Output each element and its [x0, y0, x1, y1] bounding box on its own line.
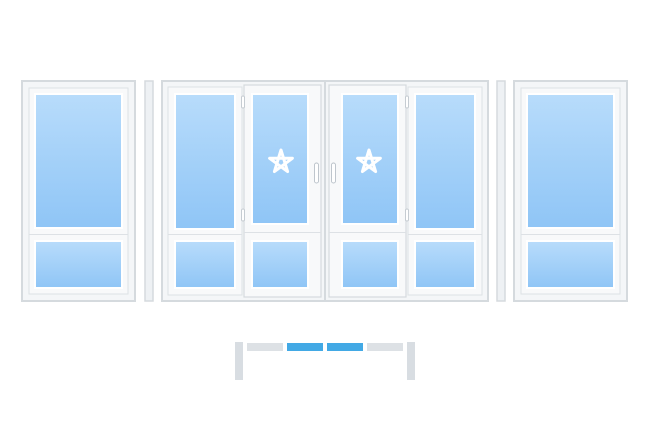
selector-post-right [407, 342, 415, 380]
unit-left-fixed[interactable] [21, 80, 136, 302]
mullion-left [144, 80, 154, 302]
star-icon [268, 148, 294, 174]
selector-segment[interactable] [247, 343, 283, 351]
handle-icon[interactable] [331, 162, 336, 184]
selector-segment-active[interactable] [327, 343, 363, 351]
selector-segment-active[interactable] [287, 343, 323, 351]
selector-post-left [235, 342, 243, 380]
hinge-icon [405, 95, 409, 109]
star-icon [356, 148, 382, 174]
glass-lower [174, 240, 236, 289]
hinge-icon [405, 208, 409, 222]
unit-right-door[interactable] [324, 80, 489, 302]
mullion-right [496, 80, 506, 302]
selector-segment[interactable] [367, 343, 403, 351]
glass-upper [34, 93, 123, 229]
glass-upper [414, 93, 476, 230]
hinge-icon [241, 208, 245, 222]
glass-lower [251, 240, 309, 289]
glass-upper [526, 93, 615, 229]
glass-lower [34, 240, 123, 289]
glass-lower [526, 240, 615, 289]
glass-lower [341, 240, 399, 289]
unit-right-fixed[interactable] [513, 80, 628, 302]
section-selector [235, 342, 415, 380]
glass-lower [414, 240, 476, 289]
handle-icon[interactable] [314, 162, 319, 184]
glass-upper [174, 93, 236, 230]
unit-left-door[interactable] [161, 80, 326, 302]
hinge-icon [241, 95, 245, 109]
